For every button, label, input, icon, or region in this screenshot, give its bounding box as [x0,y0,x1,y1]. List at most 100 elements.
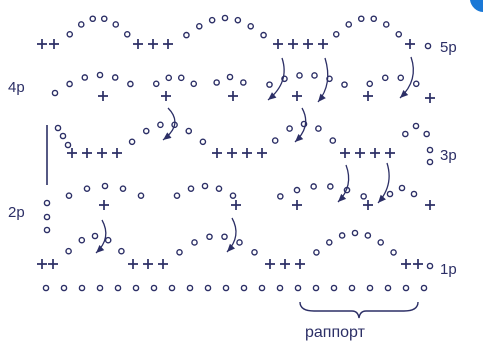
single-crochet-icon [273,39,283,49]
chain-stitch-icon [276,284,284,292]
chain-stitch-icon [43,213,51,221]
chain-stitch-icon [66,31,74,38]
single-crochet-icon [158,259,168,269]
single-crochet-icon [370,148,380,158]
single-crochet-icon [295,259,305,269]
chain-stitch-icon [201,182,209,190]
chain-stitch-icon [412,80,420,88]
arrow-icon [163,132,172,140]
single-crochet-icon [67,148,77,158]
chain-stitch-icon [426,158,434,166]
arrows [95,56,414,254]
chain-stitch-icon [384,284,392,292]
chain-stitch-icon [187,185,195,192]
chain-stitch-icon [91,232,99,240]
chain-stitch-icon [111,74,119,81]
chain-stitch-icon [325,239,333,246]
chain-stitch-icon [51,89,59,97]
arrow-curve [399,56,414,99]
arrow-icon [295,133,304,142]
single-crochet-icon [231,200,241,210]
chain-stitch-icon [390,249,397,256]
chain-stitch-icon [96,284,104,292]
arrow-curve [377,162,390,204]
chain-stitch-icon [386,190,394,198]
chain-stitch-icon [402,130,409,138]
chain-stitch-icon [311,72,318,79]
arrow-curve [317,57,329,103]
single-crochet-icon [288,39,298,49]
chain-stitch-icon [96,71,104,79]
single-crochet-icon [363,200,373,210]
chain-stitch-icon [119,185,127,192]
chain-stitch-icon [221,14,229,22]
chain-stitch-icon [395,31,403,38]
row-label-1: 1р [440,261,457,278]
chain-stitch-icon [59,132,67,140]
chain-stitch-icon [177,74,185,82]
chain-stitch-icon [426,146,434,154]
row-label-4: 4р [8,79,25,96]
chain-stitch-icon [190,80,198,88]
single-crochet-icon [385,148,395,158]
chain-stitch-icon [123,31,131,38]
chain-stitch-icon [345,21,353,28]
chain-stitch-icon [271,137,279,144]
single-crochet-icon [413,259,423,269]
repeat-brace [299,301,419,319]
chain-stitch-icon [377,239,385,246]
chain-stitch-icon [132,284,140,292]
chain-stitch-icon [191,239,198,246]
chain-stitch-icon [351,229,359,237]
single-crochet-icon [280,259,290,269]
chain-stitch-icon [150,284,158,292]
chain-stitch-icon [222,284,230,292]
chain-stitch-icon [329,137,337,144]
single-crochet-icon [405,39,415,49]
single-crochet-icon [99,200,109,210]
chain-stitch-icon [381,74,389,82]
chain-stitch-icon [65,192,73,199]
single-crochet-icon [98,91,108,101]
chain-stitch-icon [208,16,216,24]
single-crochet-icon [318,39,328,49]
chain-stitch-icon [78,284,86,292]
chain-stitch-icon [366,80,374,88]
single-crochet-icon [355,148,365,158]
chain-stitch-icon [332,31,340,38]
chain-stitch-icon [66,80,73,88]
chain-stitch-icon [65,247,72,255]
arrow-icon [227,243,236,252]
chain-stitch-icon [215,185,223,192]
chain-stitches [42,14,434,292]
chain-stitch-icon [300,120,308,128]
chain-stitch-icon [366,284,374,292]
chain-stitch-icon [229,192,237,199]
chain-stitch-icon [426,262,434,270]
arrow-icon [318,93,326,102]
single-crochet-icon [48,259,58,269]
row-label-3: 3р [440,147,457,164]
chain-stitch-icon [236,239,243,246]
chain-stitch-icon [206,233,213,241]
row-label-5: 5р [440,39,457,56]
chain-stitch-icon [128,138,136,146]
chain-stitch-icon [260,31,267,39]
single-crochet-icon [340,148,350,158]
chain-stitch-icon [313,249,320,256]
chain-stitch-icon [157,121,164,129]
chain-stitch-icon [370,15,378,23]
chain-stitch-icon [234,16,242,24]
chain-stitch-icon [199,138,207,146]
chain-stitch-icon [326,75,333,83]
chain-stitch-icon [338,232,346,239]
single-crochet-icon [363,91,373,101]
single-crochet-stitches [37,39,435,269]
single-crochet-icon [425,93,435,103]
single-crochet-icon [227,148,237,158]
chain-stitch-icon [78,236,86,244]
chain-stitch-icon [204,284,212,292]
chain-stitch-icon [410,190,418,198]
